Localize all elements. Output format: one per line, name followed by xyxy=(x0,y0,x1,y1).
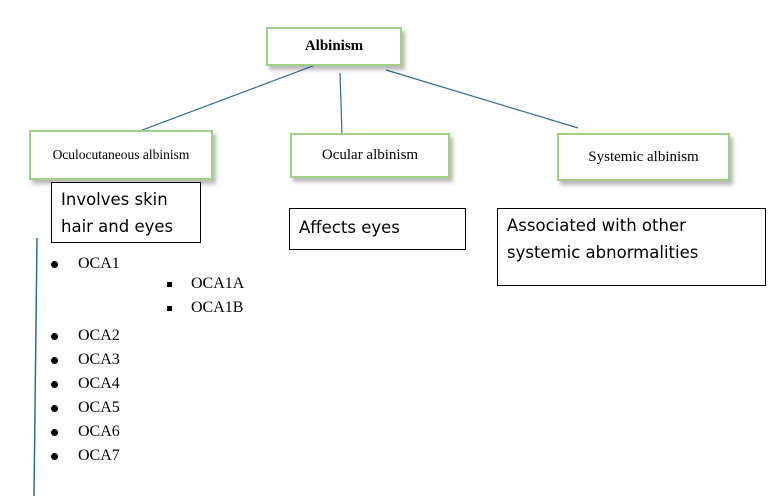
note-line: Associated with other xyxy=(507,216,686,235)
list-item-oca1a: OCA1A xyxy=(167,272,245,296)
list-item-label: OCA7 xyxy=(78,447,120,464)
list-item-label: OCA2 xyxy=(78,327,120,344)
list-item-label: OCA3 xyxy=(78,351,120,368)
note-systemic: Associated with other systemic abnormali… xyxy=(497,208,766,286)
list-item-oca5: OCA5 xyxy=(51,396,120,420)
bullet-disc-icon xyxy=(51,429,58,436)
oca1-subtypes-list: OCA1A OCA1B xyxy=(167,272,245,320)
list-item-spacer xyxy=(78,276,120,324)
node-oculocutaneous-albinism: Oculocutaneous albinism xyxy=(29,130,213,180)
connector-root-to-systemic xyxy=(385,69,579,129)
list-item-label: OCA4 xyxy=(78,375,120,392)
list-item-oca7: OCA7 xyxy=(51,444,120,468)
bullet-disc-icon xyxy=(51,333,58,340)
note-line: hair and eyes xyxy=(61,217,174,236)
root-node-label: Albinism xyxy=(304,38,364,54)
bullet-disc-icon xyxy=(51,357,58,364)
list-item-label: OCA1 xyxy=(78,255,120,272)
bullet-disc-icon xyxy=(51,261,58,268)
list-item-label: OCA1A xyxy=(191,275,245,292)
bullet-disc-icon xyxy=(51,453,58,460)
bullet-square-icon xyxy=(167,306,172,311)
list-item-label: OCA5 xyxy=(78,399,120,416)
list-item-label: OCA6 xyxy=(78,423,120,440)
node-label: Ocular albinism xyxy=(321,147,419,163)
list-item-oca4: OCA4 xyxy=(51,372,120,396)
bullet-square-icon xyxy=(167,282,172,287)
connector-root-to-ocular xyxy=(339,72,343,136)
note-line: Affects eyes xyxy=(299,218,400,237)
bullet-disc-icon xyxy=(51,381,58,388)
node-systemic-albinism: Systemic albinism xyxy=(557,133,730,181)
root-node-albinism: Albinism xyxy=(266,27,402,66)
oca-types-list: OCA1 OCA2 OCA3 OCA4 OCA5 OCA6 OCA7 xyxy=(51,252,120,468)
bullet-disc-icon xyxy=(51,405,58,412)
node-label: Oculocutaneous albinism xyxy=(52,147,190,162)
list-item-oca1: OCA1 xyxy=(51,252,120,276)
list-item-oca1b: OCA1B xyxy=(167,296,244,320)
note-line: systemic abnormalities xyxy=(507,243,699,262)
note-line: Involves skin xyxy=(61,190,168,209)
node-ocular-albinism: Ocular albinism xyxy=(290,133,450,178)
node-label: Systemic albinism xyxy=(588,148,699,165)
list-item-oca3: OCA3 xyxy=(51,348,120,372)
oca-types-vertical-line xyxy=(33,237,38,497)
note-oculocutaneous: Involves skin hair and eyes xyxy=(51,182,201,243)
list-item-label: OCA1B xyxy=(191,299,244,316)
note-ocular: Affects eyes xyxy=(289,208,466,250)
list-item-oca2: OCA2 xyxy=(51,324,120,348)
connector-root-to-oculocutaneous xyxy=(136,63,319,133)
list-item-oca6: OCA6 xyxy=(51,420,120,444)
